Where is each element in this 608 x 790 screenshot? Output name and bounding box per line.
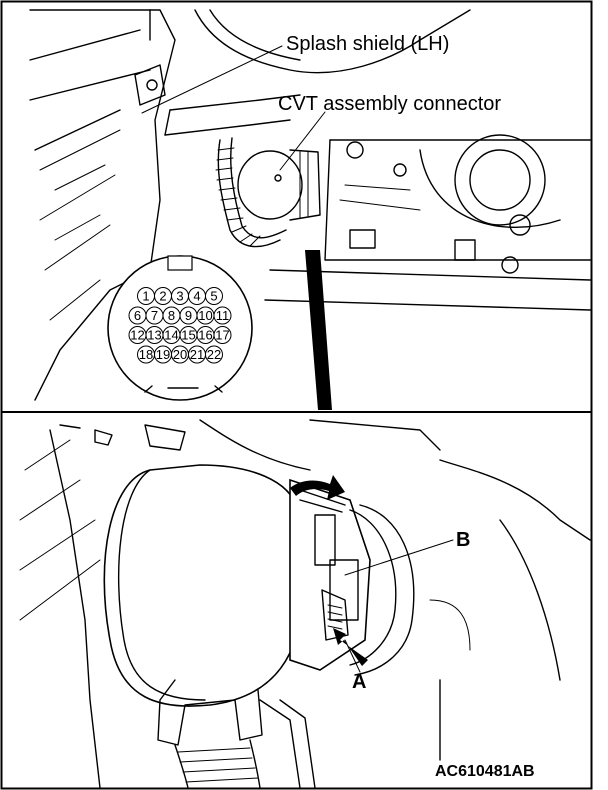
callout-b-leader [344,539,454,576]
pin-number: 3 [176,289,183,304]
pin-circle [205,287,223,305]
bottom-panel-drawing [19,419,591,789]
pin-number: 8 [168,308,175,323]
pin-number: 22 [207,347,221,362]
pin-number: 17 [215,328,229,343]
splash-shield-label: Splash shield (LH) [286,33,449,55]
pin-circle [205,345,223,364]
pin-number: 10 [198,308,212,323]
cvt-connector-label: CVT assembly connector [278,93,501,115]
pin-number: 1 [142,289,149,304]
pin-circle [213,326,232,344]
cvt-connector-leader [279,111,326,171]
pin-number: 11 [216,308,230,323]
rotation-arrow-top [290,475,345,500]
pin-number: 9 [185,308,192,323]
pin-number: 13 [147,328,161,343]
callout-a-leader [344,639,361,673]
view-leader-wedge [305,250,332,410]
pin-number: 7 [151,308,158,323]
figure-id-label: AC610481AB [435,763,535,780]
pin-number: 14 [164,328,178,343]
pin-number: 20 [173,347,187,362]
pin-circle [213,306,232,325]
callout-b-label: B [456,529,470,551]
splash-shield-leader [141,45,283,114]
push-arrow-a [333,628,368,666]
callout-a-label: A [352,671,366,693]
top-panel-drawing [29,9,591,410]
figure-frame [0,0,593,790]
pin-number: 19 [156,347,170,362]
pin-number: 18 [139,347,153,362]
pin-number: 16 [198,328,212,343]
pin-number: 5 [210,289,217,304]
pin-number: 6 [134,308,141,323]
pin-number: 2 [159,289,166,304]
pin-number: 4 [193,289,200,304]
pin-number: 21 [190,347,204,362]
pin-number: 12 [130,328,144,343]
pin-number: 15 [181,328,195,343]
